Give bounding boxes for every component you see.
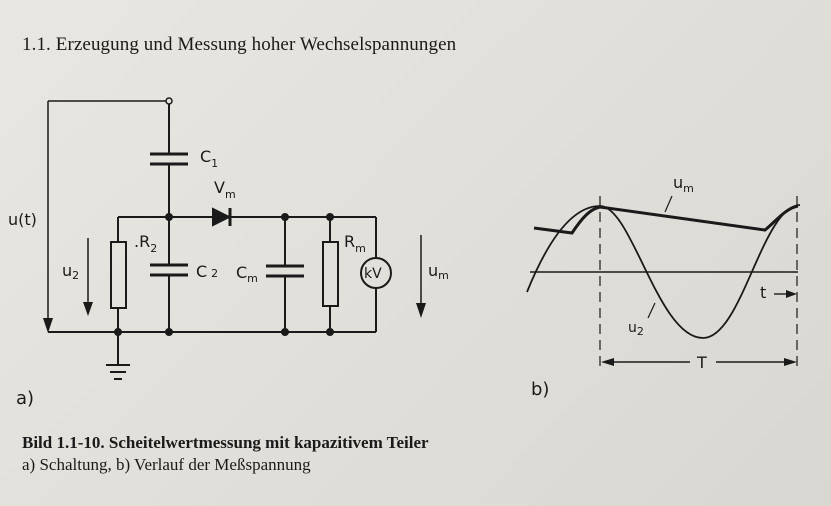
circuit-diagram — [43, 97, 426, 380]
ground-symbol — [106, 332, 130, 380]
figure-caption: Bild 1.1-10. Scheitelwertmessung mit kap… — [22, 432, 429, 476]
resistor-r2 — [110, 241, 127, 309]
panel-label-b: b) — [531, 379, 549, 400]
label-ut: u(t) — [8, 210, 37, 229]
label-vm: Vm — [214, 178, 236, 201]
wave-label-t: t — [760, 283, 766, 302]
envelope-curve-um — [533, 204, 799, 235]
capacitor-c2 — [150, 263, 188, 277]
diode-vm — [212, 207, 232, 227]
caption-subtitle: a) Schaltung, b) Verlauf der Meßspannung — [22, 455, 311, 474]
label-cm: Cm — [236, 263, 258, 285]
waveform-diagram — [526, 195, 801, 370]
arrow-t — [774, 290, 797, 298]
capacitor-c1 — [150, 152, 188, 166]
capacitor-cm — [266, 264, 304, 278]
arrow-ut — [43, 101, 53, 333]
caption-title: Bild 1.1-10. Scheitelwertmessung mit kap… — [22, 433, 429, 452]
sine-curve-u2 — [526, 204, 801, 339]
resistor-rm — [322, 241, 339, 307]
label-meter-kv: kV — [364, 266, 382, 282]
label-u2: u2 — [62, 261, 79, 282]
panel-label-a: a) — [16, 388, 34, 409]
label-um: um — [428, 261, 449, 282]
wave-label-um: um — [673, 173, 694, 195]
arrow-u2 — [83, 238, 93, 316]
section-header: 1.1. Erzeugung und Messung hoher Wechsel… — [22, 34, 457, 55]
wave-label-u2: u2 — [628, 320, 644, 338]
label-r2: .R2 — [134, 232, 157, 255]
dimension-T — [601, 358, 797, 366]
arrow-um — [416, 235, 426, 318]
wave-label-T: T — [696, 353, 707, 372]
label-c1: C1 — [200, 147, 218, 170]
label-rm: Rm — [344, 232, 366, 255]
